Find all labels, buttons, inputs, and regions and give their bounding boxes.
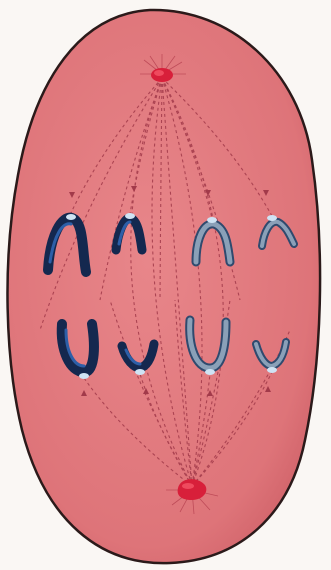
- cell-membrane: [7, 10, 320, 563]
